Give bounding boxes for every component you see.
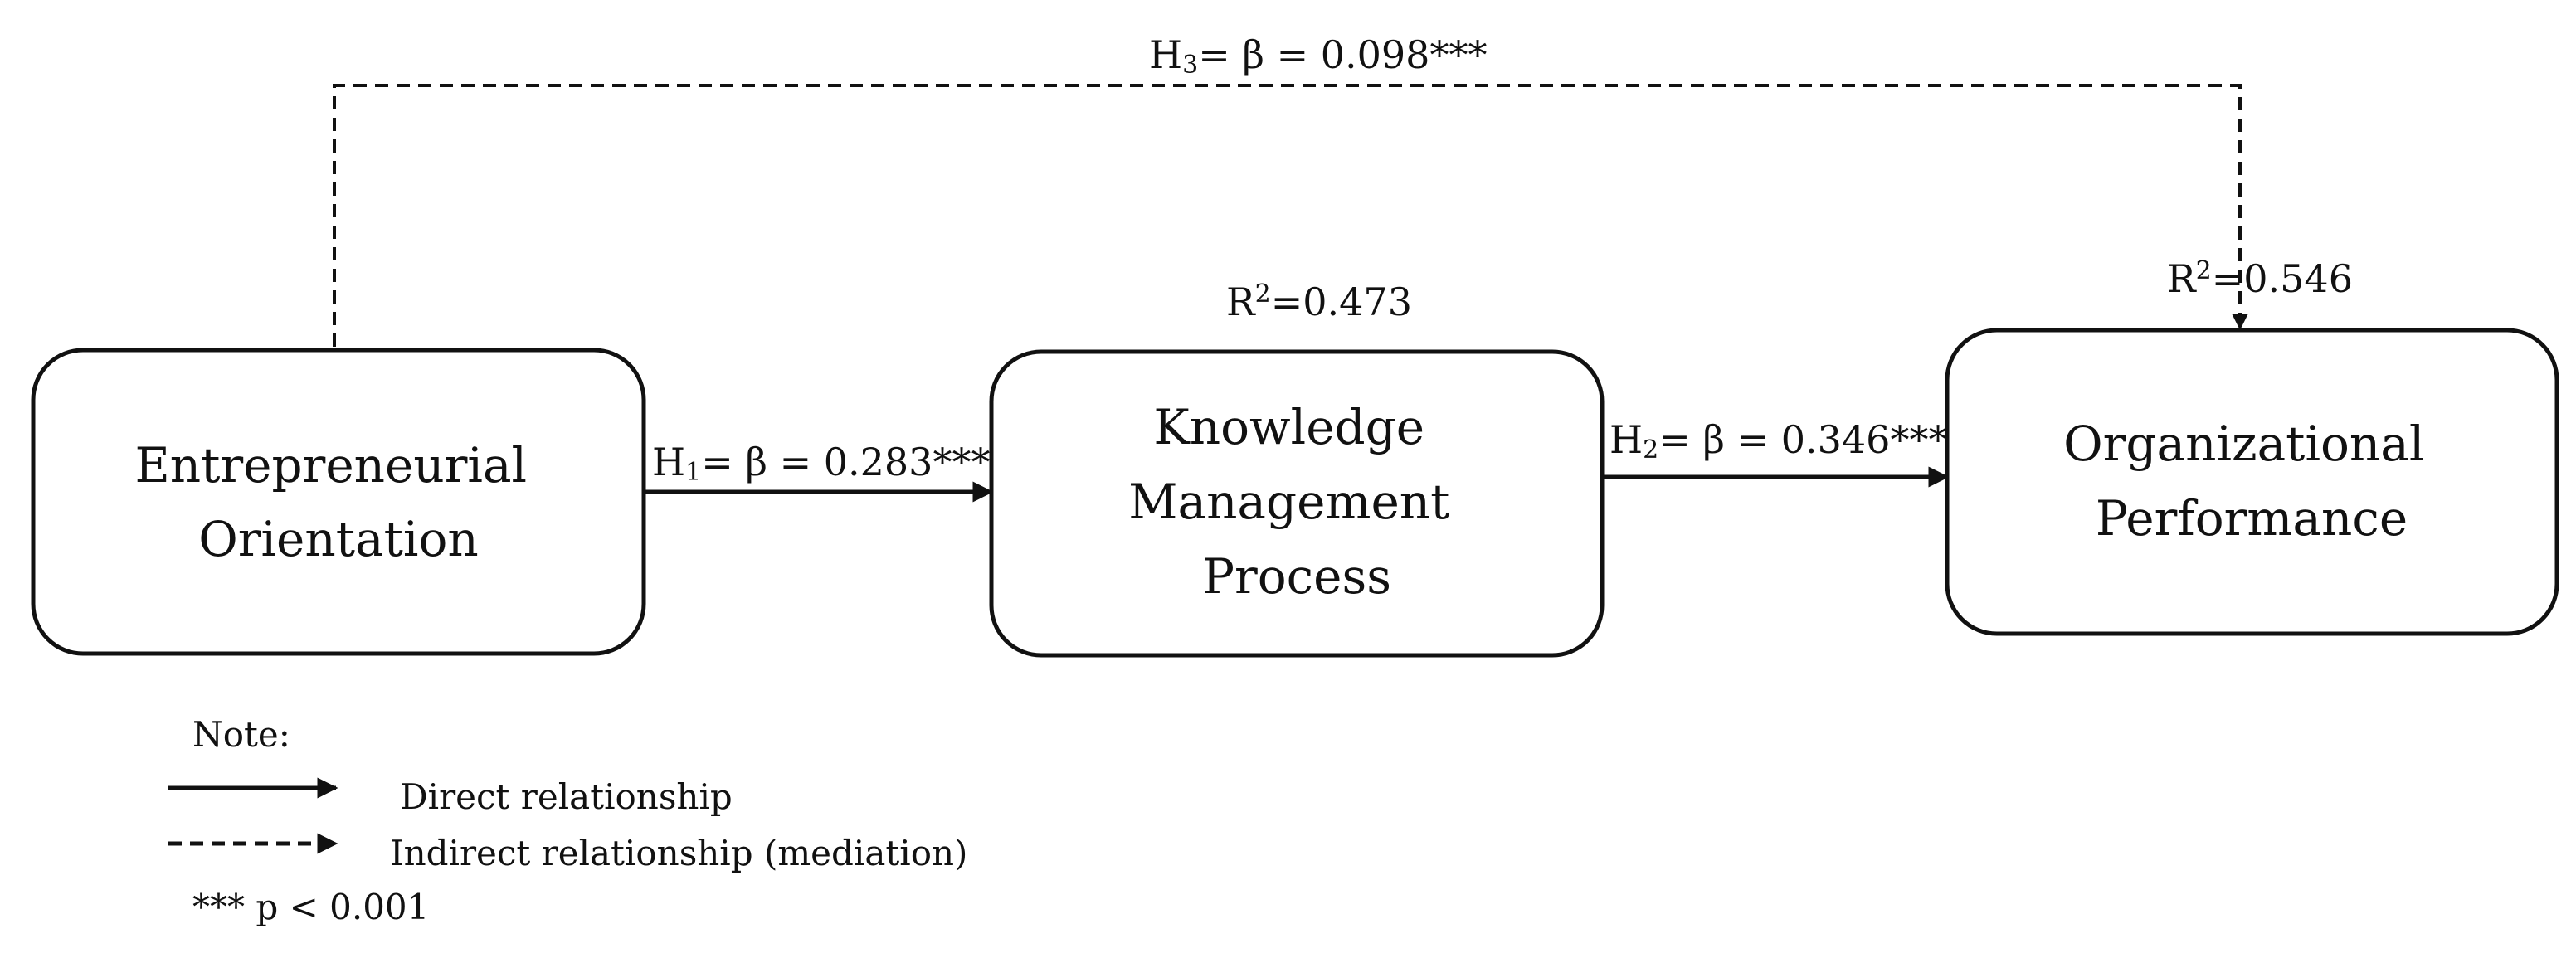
h2-label: H2= β = 0.346*** (1609, 417, 1947, 464)
node-organizational-performance (1945, 328, 2559, 636)
node-organizational-performance-label: Organizational Performance (2063, 416, 2440, 547)
legend-significance: *** p < 0.001 (192, 887, 429, 927)
legend-indirect-label: Indirect relationship (mediation) (390, 833, 967, 873)
h1-label: H1= β = 0.283*** (652, 440, 990, 487)
node-entrepreneurial-orientation (31, 348, 646, 656)
legend-title: Note: (192, 714, 290, 755)
km-r-squared: R2=0.473 (1226, 280, 1412, 324)
node-entrepreneurial-orientation-label: Entrepreneurial Orientation (134, 437, 542, 567)
legend: Note: Direct relationship Indirect relat… (168, 714, 967, 927)
node-knowledge-management-process (989, 349, 1605, 658)
op-r-squared: R2=0.546 (2167, 256, 2353, 301)
legend-direct-label: Direct relationship (400, 776, 733, 817)
node-knowledge-management-process-label: Knowledge Management Process (1128, 399, 1465, 605)
h3-label: H3= β = 0.098*** (1149, 32, 1487, 80)
h3-indirect-path (333, 84, 2248, 347)
